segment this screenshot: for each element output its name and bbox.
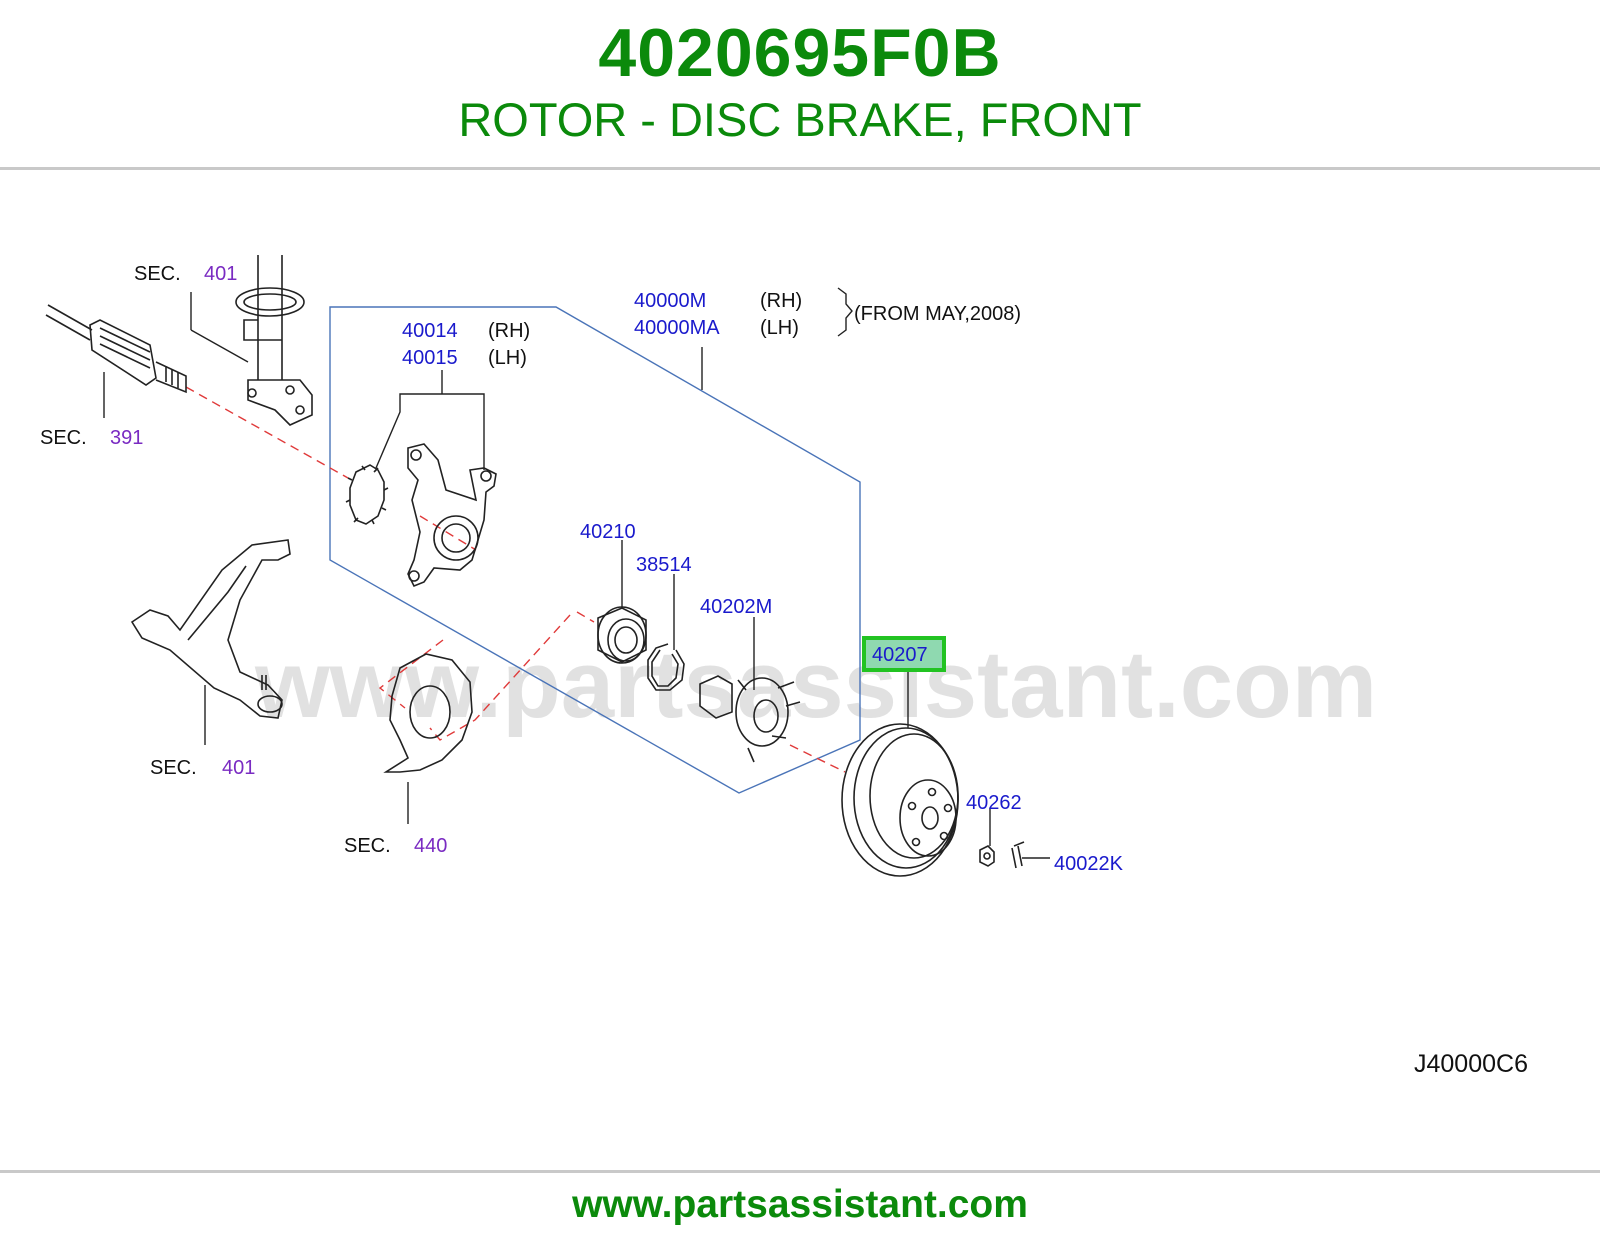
part-link-knuckle-rh[interactable]: 40014 [402,320,458,342]
part-link-assembly-rh[interactable]: 40000M [634,290,706,312]
footer-website-link[interactable]: www.partsassistant.com [572,1183,1028,1226]
rh-tag: (RH) [488,320,530,342]
section-link[interactable]: 401 [222,757,255,779]
hub-nut [979,845,995,867]
lh-tag: (LH) [488,347,527,369]
section-link[interactable]: 440 [414,835,447,857]
watermark-text: www.partsassistant.com [254,631,1377,738]
diagram-reference-code: J40000C6 [1414,1050,1528,1078]
rh-tag: (RH) [760,290,802,312]
abs-tone-ring [345,464,389,525]
part-link-hub[interactable]: 40202M [700,596,772,618]
strut [235,255,313,426]
cotter-pin [1011,841,1025,869]
date-note: (FROM MAY,2008) [854,303,1021,325]
part-link-assembly-lh[interactable]: 40000MA [634,317,720,339]
header: 4020695F0B ROTOR - DISC BRAKE, FRONT [0,0,1600,168]
footer-divider [0,1170,1600,1173]
part-link-knuckle-lh[interactable]: 40015 [402,347,458,369]
part-link-rotor[interactable]: 40207 [872,644,928,666]
rotor-highlight-box [862,636,946,672]
brake-splash-shield [383,653,473,773]
exploded-parts-diagram: www.partsassistant.com [40,255,1528,1078]
lower-control-arm [130,539,291,719]
part-link-pin[interactable]: 40022K [1054,853,1124,875]
lh-tag: (LH) [760,317,799,339]
snap-ring [647,643,685,691]
section-prefix: SEC. [40,427,87,449]
assembly-frame [329,306,861,794]
part-number-title: 4020695F0B [598,15,1002,91]
brake-rotor [841,723,959,877]
section-prefix: SEC. [150,757,197,779]
part-link-bearing[interactable]: 40210 [580,521,636,543]
part-link-nut[interactable]: 40262 [966,792,1022,814]
leader-lines [103,287,1050,859]
steering-knuckle [407,443,497,588]
alignment-lines [185,386,846,773]
section-link[interactable]: 391 [110,427,143,449]
part-description: ROTOR - DISC BRAKE, FRONT [458,93,1142,146]
section-prefix: SEC. [134,263,181,285]
part-link-snap-ring[interactable]: 38514 [636,554,692,576]
drive-shaft [45,304,187,394]
header-divider [0,167,1600,170]
section-link[interactable]: 401 [204,263,237,285]
section-prefix: SEC. [344,835,391,857]
wheel-hub [699,675,801,763]
